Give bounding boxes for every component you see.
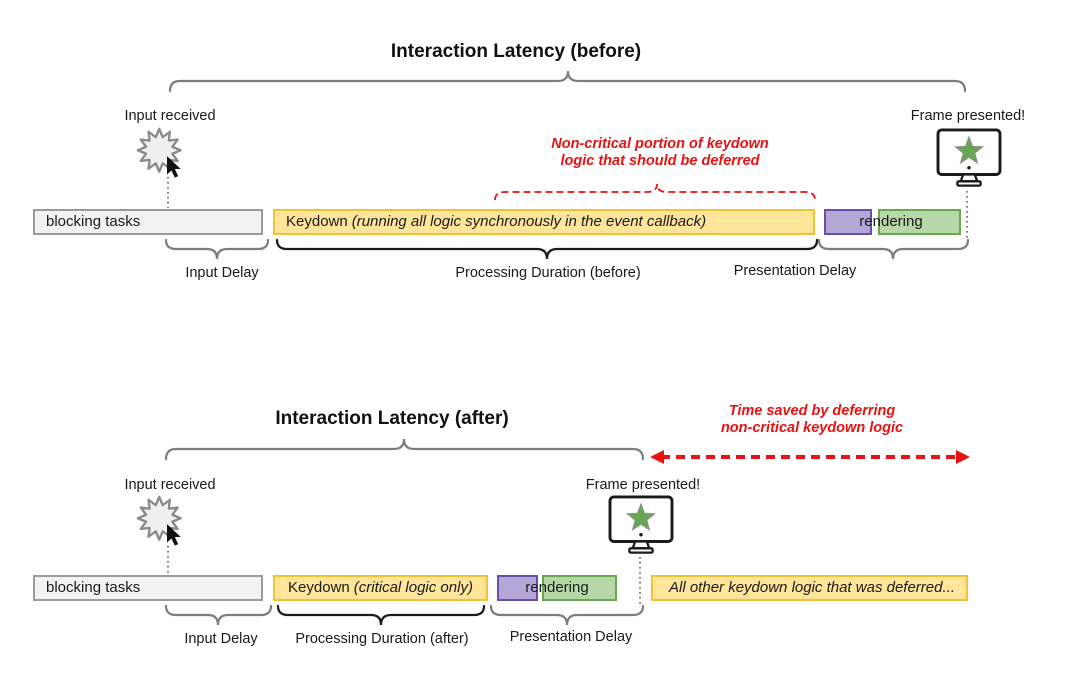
- after-annotation-line2: non-critical keydown logic: [720, 419, 904, 436]
- before-presentation-delay-label: Presentation Delay: [733, 263, 857, 279]
- before-frame-presented-label: Frame presented!: [910, 108, 1026, 124]
- after-deferred-label: All other keydown logic that was deferre…: [669, 579, 955, 596]
- monitor-icon: [936, 128, 1002, 187]
- cursor-icon: [167, 524, 181, 546]
- after-keydown-bar: Keydown(critical logic only): [273, 575, 488, 601]
- before-annotation-line2: logic that should be deferred: [560, 152, 760, 169]
- after-annotation-line1: Time saved by deferring: [728, 403, 896, 419]
- cursor-icon: [167, 156, 181, 178]
- before-presentation-brace: [817, 238, 970, 260]
- before-title: Interaction Latency (before): [390, 41, 642, 62]
- after-keydown-label: Keydown: [288, 579, 350, 596]
- after-keydown-detail: (critical logic only): [353, 579, 473, 596]
- frame-star-icon: [953, 135, 985, 165]
- before-keydown-detail: (running all logic synchronously in the …: [351, 213, 707, 230]
- after-blocking-tasks-bar: blocking tasks: [33, 575, 263, 601]
- input-click-burst-icon: [136, 127, 182, 178]
- before-rendering-label: rendering: [859, 213, 923, 230]
- after-rendering-label: rendering: [525, 579, 589, 596]
- after-blocking-tasks-label: blocking tasks: [46, 579, 141, 596]
- after-paint-bar: [497, 575, 538, 601]
- after-processing-brace: [276, 604, 486, 626]
- before-processing-duration-label: Processing Duration (before): [455, 265, 641, 281]
- after-presentation-brace: [489, 604, 645, 626]
- monitor-icon: [608, 495, 674, 554]
- after-frame-presented-label: Frame presented!: [585, 477, 701, 493]
- frame-star-icon: [625, 502, 657, 532]
- after-input-delay-label: Input Delay: [184, 631, 258, 647]
- after-deferred-bar: All other keydown logic that was deferre…: [651, 575, 968, 601]
- after-title-brace: [164, 438, 645, 461]
- after-rendering-bar: [542, 575, 617, 601]
- after-input-delay-brace: [164, 604, 273, 626]
- after-input-received-label: Input received: [124, 477, 216, 493]
- time-saved-arrowhead-left: [650, 450, 664, 464]
- before-rendering-bar: [878, 209, 961, 235]
- after-annotation: Time saved by deferring non-critical key…: [721, 403, 903, 436]
- before-processing-brace: [275, 238, 819, 260]
- before-input-delay-brace: [164, 238, 270, 260]
- before-title-brace: [168, 70, 967, 93]
- after-title: Interaction Latency (after): [275, 408, 509, 429]
- before-blocking-tasks-bar: blocking tasks: [33, 209, 263, 235]
- before-paint-bar: [824, 209, 872, 235]
- before-annotation: Non-critical portion of keydown logic th…: [551, 136, 769, 169]
- time-saved-arrowhead-right: [956, 450, 970, 464]
- after-presentation-delay-label: Presentation Delay: [509, 629, 633, 645]
- before-input-received-label: Input received: [124, 108, 216, 124]
- input-click-burst-icon: [136, 495, 182, 546]
- before-noncritical-red-brace: [494, 183, 816, 201]
- before-keydown-label: Keydown: [286, 213, 348, 230]
- before-input-delay-label: Input Delay: [185, 265, 259, 281]
- before-blocking-tasks-label: blocking tasks: [46, 213, 141, 230]
- after-processing-duration-label: Processing Duration (after): [295, 631, 469, 647]
- before-annotation-line1: Non-critical portion of keydown: [551, 136, 769, 152]
- before-keydown-bar: Keydown(running all logic synchronously …: [273, 209, 815, 235]
